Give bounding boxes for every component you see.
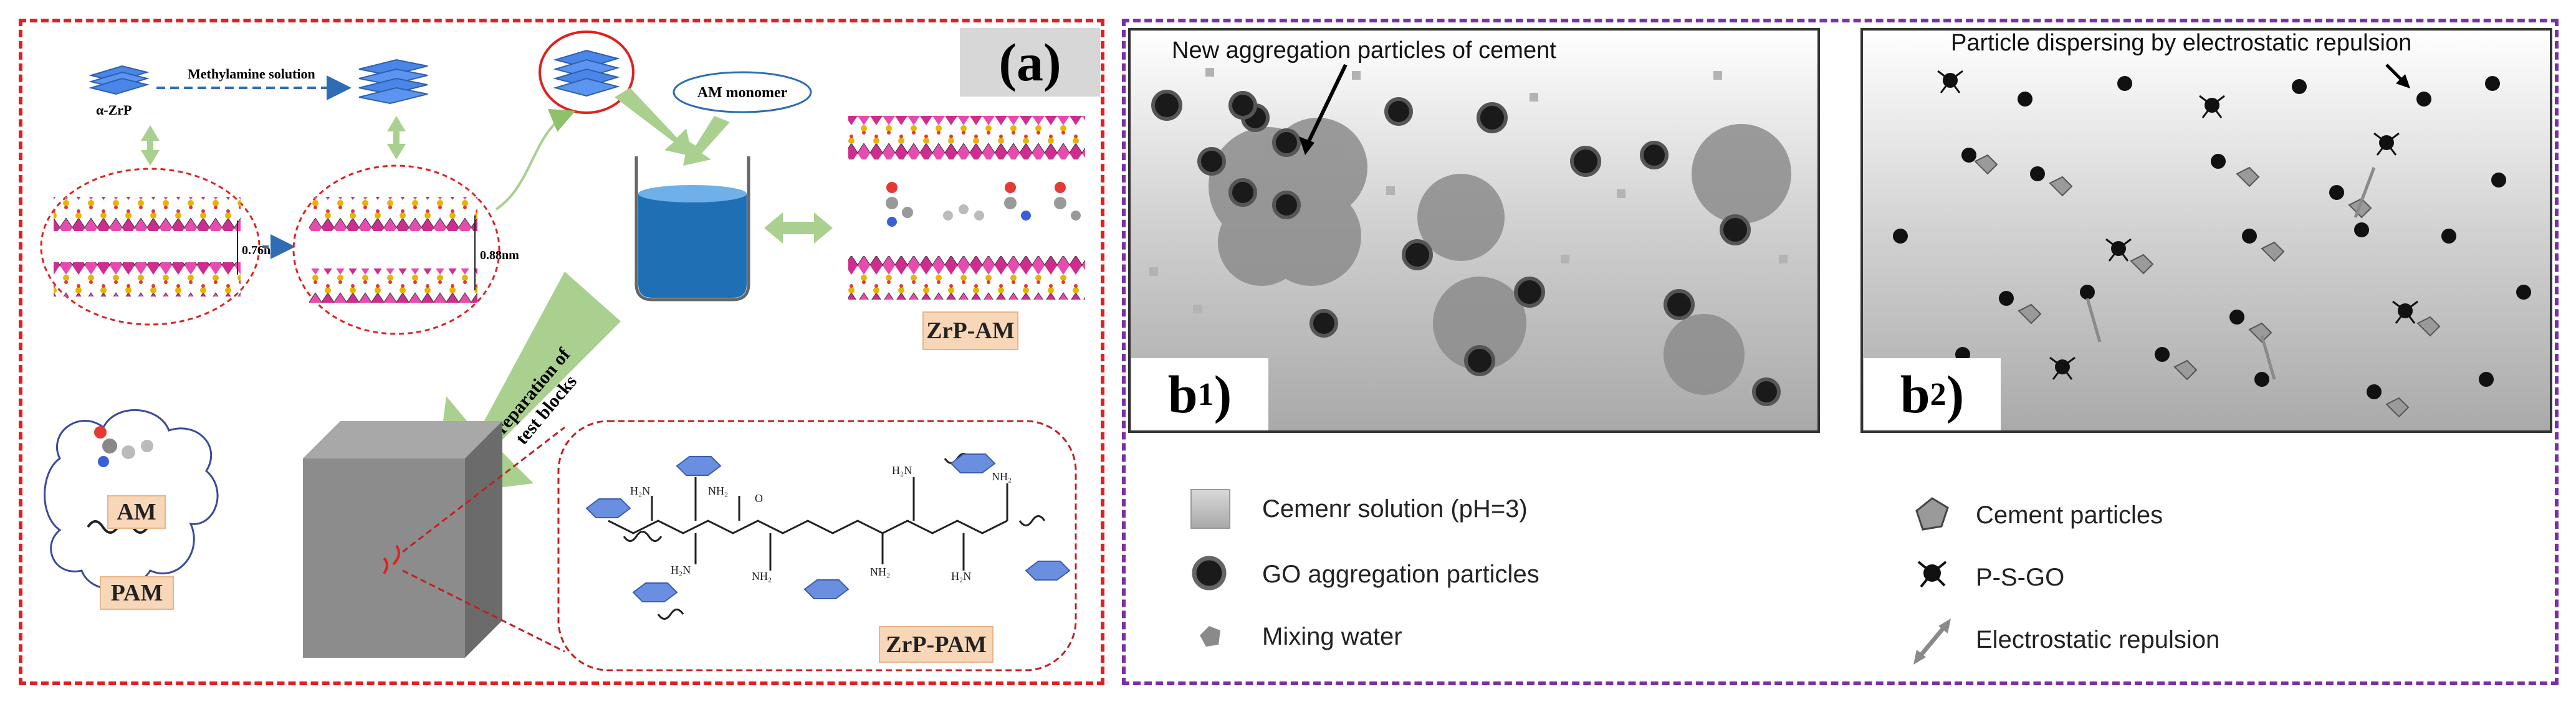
highlight-circle bbox=[539, 31, 634, 114]
electrostatic-repulsion-icon bbox=[1913, 619, 1951, 665]
zrp-pam-tag: ZrP-PAM bbox=[879, 626, 994, 663]
mixing-water-icon bbox=[1200, 626, 1220, 647]
panel-a-label: (a) bbox=[960, 28, 1100, 97]
svg-text:NH₂: NH₂ bbox=[992, 470, 1012, 483]
legend-label-go-aggregation: GO aggregation particles bbox=[1262, 561, 1539, 588]
svg-text:NH₂: NH₂ bbox=[752, 570, 772, 582]
cement-particle-icon bbox=[1915, 497, 1949, 531]
legend-label-cement-particles: Cement particles bbox=[1976, 501, 2163, 529]
panel-b-border bbox=[1122, 19, 2559, 685]
svg-text:H₂N: H₂N bbox=[671, 564, 691, 576]
go-aggregation-particle-icon bbox=[1192, 556, 1227, 591]
legend-label-electrostatic-repulsion: Electrostatic repulsion bbox=[1976, 626, 2220, 653]
am-molecule-icon bbox=[94, 426, 153, 467]
beaker-icon bbox=[634, 156, 750, 301]
zrp-am-tag: ZrP-AM bbox=[922, 311, 1018, 350]
spacing-large-label: 0.88nm bbox=[480, 249, 519, 262]
zrp-pam-detail-box bbox=[557, 420, 1077, 671]
p-s-go-arms bbox=[1937, 70, 2418, 380]
svg-text:NH₂: NH₂ bbox=[870, 566, 890, 578]
cement-solution-swatch-icon bbox=[1190, 489, 1230, 529]
intercalated-stack-icon bbox=[358, 59, 428, 105]
zrp-structure-circle bbox=[40, 168, 261, 326]
am-monomer-bubble bbox=[673, 71, 812, 113]
svg-text:H₂N: H₂N bbox=[951, 570, 971, 582]
intercalated-structure-circle bbox=[292, 164, 500, 335]
p-s-go-icon bbox=[1917, 561, 1947, 588]
p-s-go-particles bbox=[1893, 73, 2531, 399]
panel-b1-image bbox=[1128, 28, 1820, 433]
panel-a-border bbox=[19, 19, 1104, 685]
svg-text:NH₂: NH₂ bbox=[708, 485, 728, 497]
cement-aggregation-clusters bbox=[1209, 118, 1791, 395]
b1-annotation: New aggregation particles of cement bbox=[1172, 37, 1556, 64]
am-monomer-label: AM monomer bbox=[697, 85, 788, 101]
am-tag: AM bbox=[107, 495, 166, 529]
repulsion-arrows bbox=[2085, 167, 2376, 380]
zrp-stack-icon bbox=[89, 65, 150, 95]
concrete-cube bbox=[303, 421, 502, 658]
legend-label-mixing-water: Mixing water bbox=[1262, 623, 1402, 650]
svg-text:H₂N: H₂N bbox=[892, 464, 912, 477]
cement-particles-small bbox=[1149, 68, 1788, 388]
methylamine-label: Methylamine solution bbox=[188, 66, 315, 82]
go-particles bbox=[1151, 90, 1781, 406]
panel-a-diagram: α-ZrP Methylamine solution AM monomer 0.… bbox=[40, 31, 1085, 671]
legend-label-cement-solution: Cemenr solution (pH=3) bbox=[1262, 495, 1528, 523]
svg-text:H₂N: H₂N bbox=[630, 485, 650, 497]
svg-text:O: O bbox=[755, 492, 763, 505]
zrp-platelets bbox=[585, 453, 1071, 602]
cement-particles bbox=[1974, 154, 2441, 418]
am-molecules-icon bbox=[886, 182, 1081, 227]
zrp-label: α-ZrP bbox=[96, 102, 132, 118]
b2-annotation: Particle dispersing by electrostatic rep… bbox=[1951, 30, 2412, 56]
legend-label-p-s-go: P-S-GO bbox=[1976, 564, 2065, 591]
panel-b2-image bbox=[1860, 28, 2552, 433]
pam-tag: PAM bbox=[100, 576, 174, 610]
